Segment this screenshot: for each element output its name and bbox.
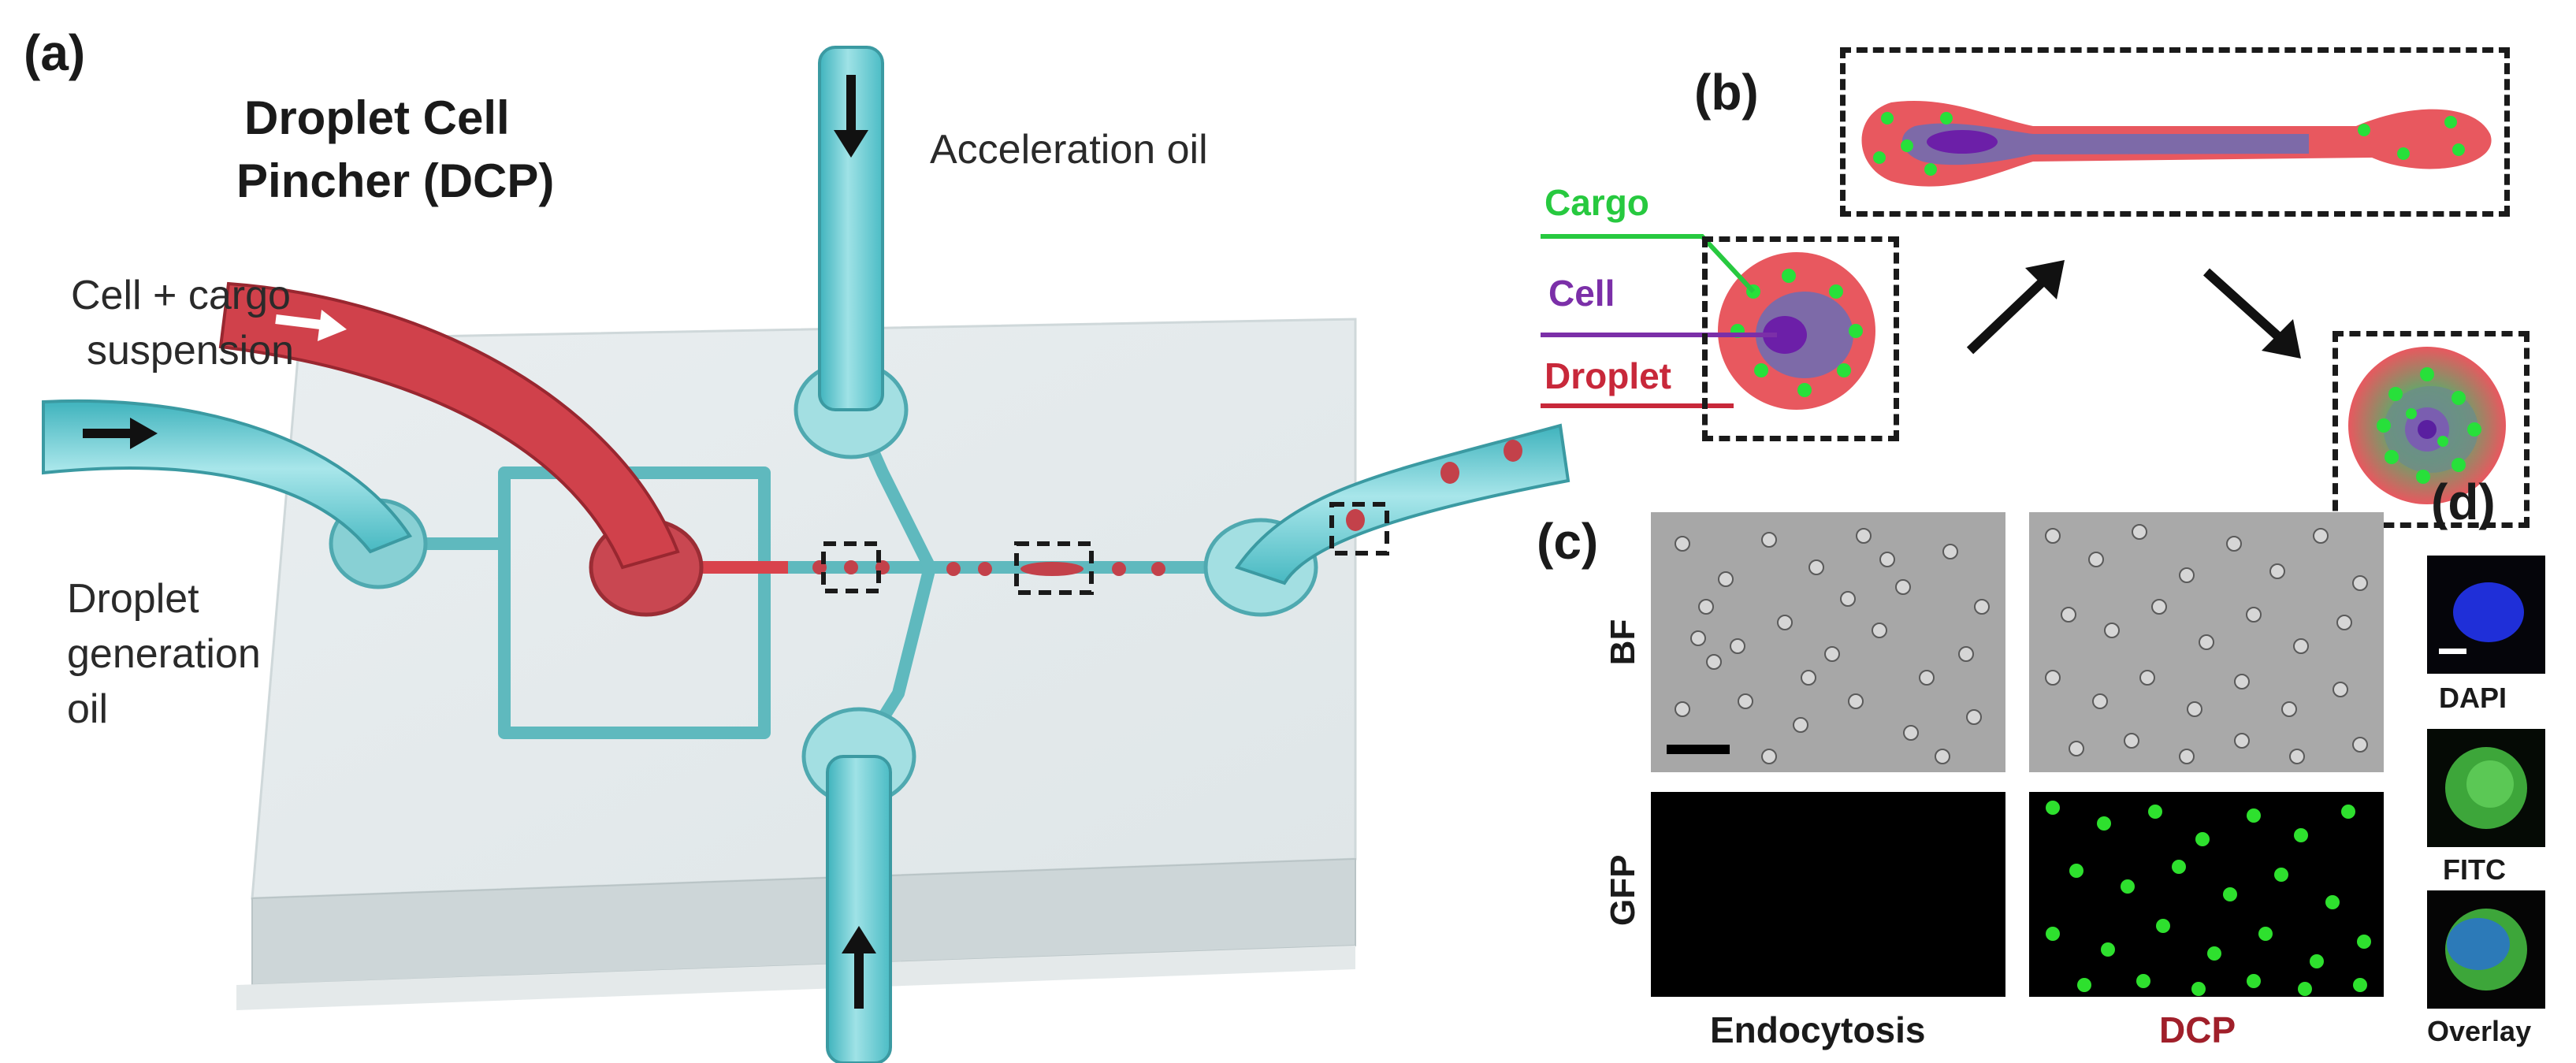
fitc-cell <box>2427 729 2545 847</box>
droplet-label: Droplet <box>1544 355 1671 396</box>
dapi-image <box>2427 556 2545 674</box>
arrow-right-black-icon <box>83 418 158 449</box>
gfp-endocytosis-image <box>1651 792 2005 997</box>
cell-cargo-label-line2: suspension <box>87 328 295 374</box>
cargo-delivered-droplet <box>2348 347 2506 504</box>
zoom-box-delivered <box>2333 331 2530 528</box>
zoom-box-intact <box>1702 236 1899 441</box>
pdms-chip <box>236 318 1357 1010</box>
intact-cell-droplet <box>1718 252 1875 410</box>
arrow-up-icon <box>842 926 876 1009</box>
outlet-droplets <box>1346 440 1522 531</box>
col-label-endocytosis: Endocytosis <box>1710 1009 1926 1050</box>
panel-label-d: (d) <box>2431 474 2496 530</box>
dapi-label: DAPI <box>2439 682 2507 714</box>
row-label-gfp: GFP <box>1604 854 1642 926</box>
panel-label-c: (c) <box>1537 513 1599 570</box>
bf-dcp-cells <box>2029 512 2384 772</box>
fitc-image <box>2427 729 2545 847</box>
bf-endocytosis-cells <box>1651 512 2005 772</box>
gfp-dcp-image <box>2029 792 2384 997</box>
droplet-gen-label-line1: Droplet <box>67 576 199 622</box>
flow-arrows <box>83 75 876 1009</box>
cell-cargo-label-line1: Cell + cargo <box>71 273 291 318</box>
zoom-boxes <box>821 502 1389 595</box>
tubing <box>42 46 1571 1063</box>
arrow-down-icon <box>834 75 868 158</box>
gfp-dcp-cells <box>2029 792 2384 997</box>
col-label-dcp: DCP <box>2159 1009 2236 1050</box>
arrow-right-white-icon <box>275 310 347 341</box>
zoom-box-stretched <box>1840 47 2510 217</box>
acceleration-oil-label: Acceleration oil <box>930 127 1208 173</box>
arrow-up-right-icon <box>1966 260 2065 355</box>
bf-dcp-image <box>2029 512 2384 772</box>
cargo-label: Cargo <box>1544 182 1649 223</box>
cell-label: Cell <box>1548 273 1615 314</box>
dapi-nucleus <box>2427 556 2545 674</box>
droplet-gen-label-line3: oil <box>67 686 109 732</box>
arrow-down-right-icon <box>2202 268 2301 359</box>
stretched-cell-droplet <box>1861 100 2492 187</box>
panel-label-a: (a) <box>24 24 86 81</box>
device-title-line1: Droplet Cell <box>244 91 510 144</box>
droplet-gen-label-line2: generation <box>67 631 261 677</box>
bf-endocytosis-image <box>1651 512 2005 772</box>
row-label-bf: BF <box>1604 619 1642 666</box>
device-title-line2: Pincher (DCP) <box>236 154 555 207</box>
panel-label-b: (b) <box>1694 64 1759 121</box>
overlay-image <box>2427 890 2545 1009</box>
stretched-droplet <box>1020 562 1084 576</box>
overlay-label: Overlay <box>2427 1015 2532 1047</box>
overlay-cell <box>2427 890 2545 1009</box>
fitc-label: FITC <box>2443 853 2506 886</box>
process-arrows <box>1966 260 2301 359</box>
